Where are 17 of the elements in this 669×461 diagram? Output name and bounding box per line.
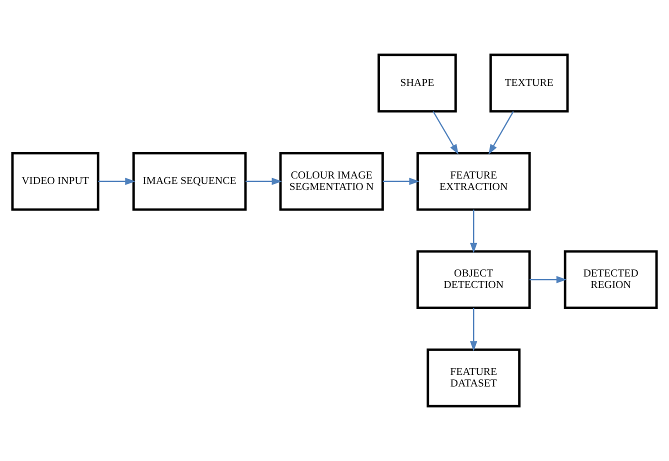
arrow xyxy=(98,178,136,185)
node-box: IMAGE SEQUENCE xyxy=(132,152,247,211)
node-box: OBJECT DETECTION xyxy=(416,250,531,310)
node-box: FEATURE EXTRACTION xyxy=(416,152,531,211)
node-box: VIDEO INPUT xyxy=(11,152,100,211)
node-box: SHAPE xyxy=(378,54,457,113)
arrow xyxy=(470,210,478,254)
arrow xyxy=(246,178,282,185)
node-box: COLOUR IMAGE SEGMENTATIO N xyxy=(279,152,384,211)
arrow xyxy=(530,276,567,284)
node-box: TEXTURE xyxy=(489,54,569,113)
node-box: FEATURE DATASET xyxy=(426,348,521,408)
arrow xyxy=(432,111,459,155)
node-box: DETECTED REGION xyxy=(564,250,658,310)
arrow xyxy=(382,178,420,185)
arrow xyxy=(488,111,514,155)
arrow xyxy=(470,308,478,352)
